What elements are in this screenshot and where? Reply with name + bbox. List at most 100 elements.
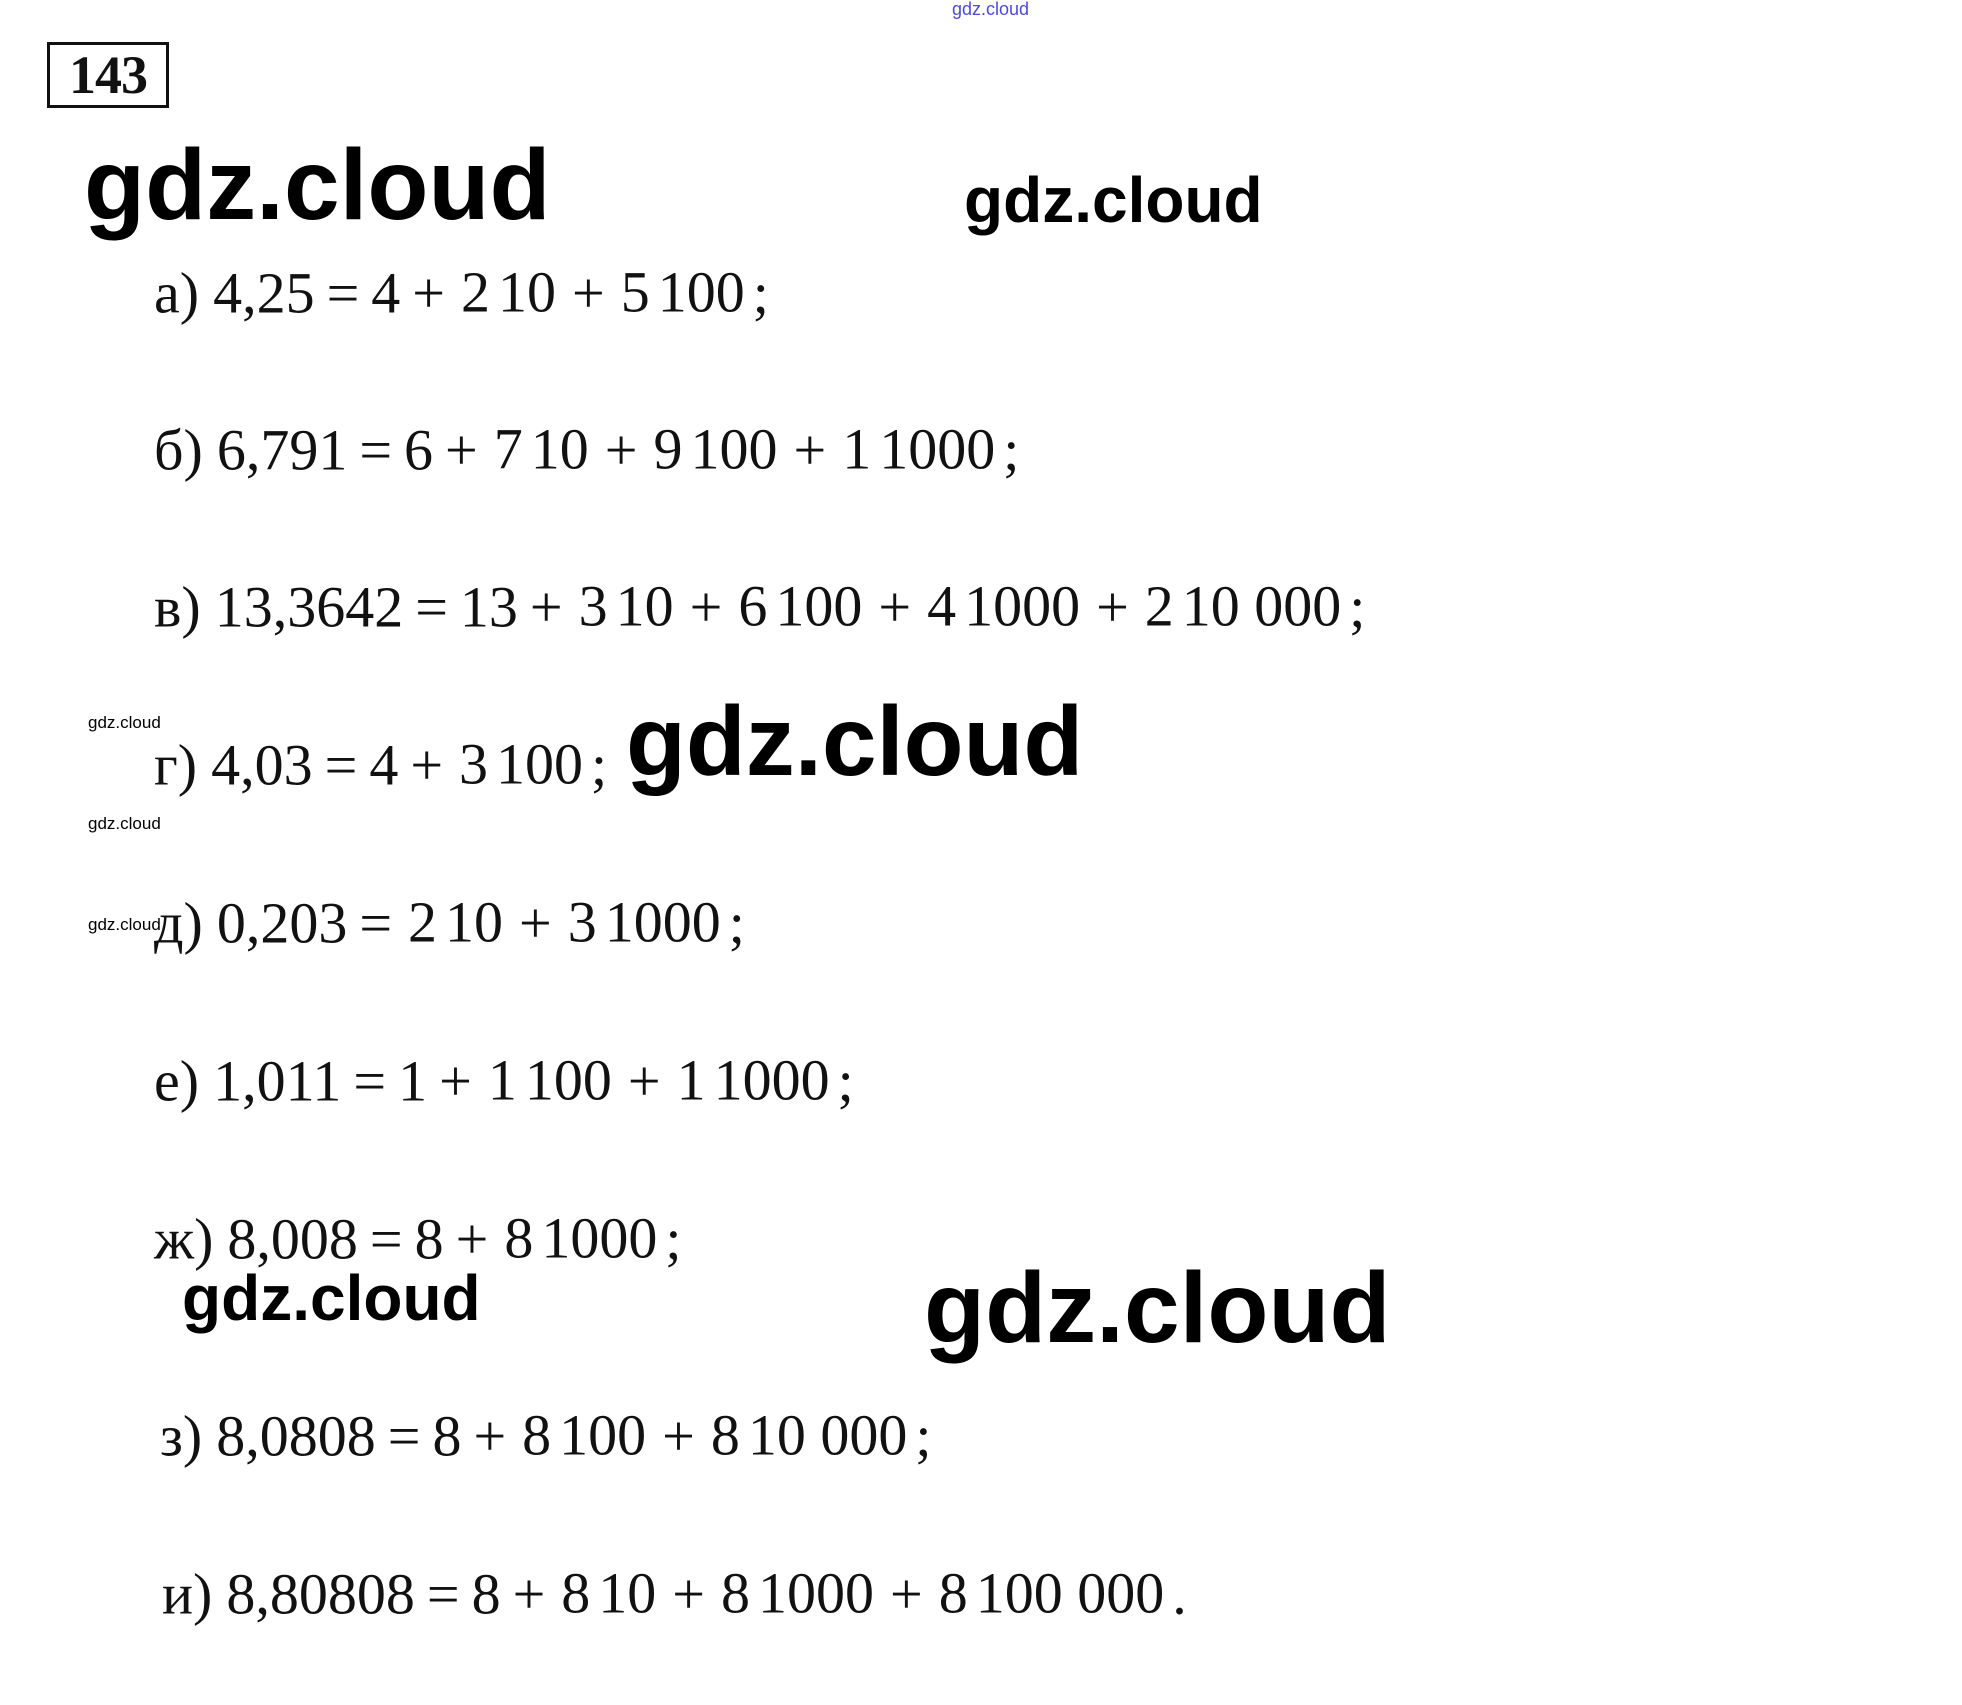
numerator: 8: [504, 1205, 534, 1271]
plus-sign: +: [689, 574, 723, 640]
equals-sign: =: [387, 1403, 421, 1469]
punctuation: ;: [915, 1403, 932, 1469]
numerator: 2: [1144, 573, 1174, 639]
watermark: gdz.cloud: [924, 1252, 1391, 1364]
equals-sign: =: [359, 890, 393, 956]
punctuation: ;: [752, 260, 769, 326]
punctuation: ;: [728, 890, 745, 956]
punctuation: ;: [837, 1048, 854, 1114]
plus-sign: +: [890, 1561, 923, 1627]
decimal-number: 0,203: [216, 890, 348, 956]
whole-part: 8: [471, 1561, 501, 1627]
denominator: 100: [775, 573, 863, 639]
plus-sign: +: [793, 417, 827, 483]
watermark: gdz.cloud: [88, 713, 161, 732]
denominator: 1000: [879, 416, 996, 482]
numerator: 3: [567, 889, 597, 955]
plus-sign: +: [439, 1048, 472, 1114]
decimal-number: 13,3642: [214, 574, 404, 640]
watermark: gdz.cloud: [964, 164, 1263, 236]
numerator: 8: [710, 1402, 740, 1468]
plus-sign: +: [572, 260, 605, 326]
denominator: 10: [445, 889, 504, 955]
equals-sign: =: [359, 417, 393, 483]
denominator: 1000: [758, 1560, 875, 1626]
denominator: 10: [615, 573, 674, 639]
whole-part: 13: [459, 574, 518, 640]
plus-sign: +: [672, 1561, 706, 1627]
item-label: а): [154, 260, 200, 326]
item-label: д): [154, 890, 203, 956]
numerator: 3: [459, 731, 489, 797]
decimal-number: 1,011: [213, 1048, 342, 1114]
item-label: ж): [154, 1206, 214, 1272]
numerator: 1: [676, 1047, 706, 1113]
whole-part: 4: [369, 732, 399, 798]
equals-sign: =: [324, 732, 358, 798]
numerator: 5: [620, 259, 650, 325]
denominator: 100: [657, 259, 745, 325]
decimal-number: 8,008: [227, 1206, 358, 1272]
denominator: 1000: [964, 573, 1081, 639]
equals-sign: =: [415, 574, 448, 640]
decimal-number: 6,791: [216, 417, 348, 483]
numerator: 4: [927, 573, 957, 639]
watermark: gdz.cloud: [84, 129, 551, 241]
equals-sign: =: [326, 260, 360, 326]
plus-sign: +: [878, 574, 912, 640]
item-label: б): [154, 417, 203, 483]
whole-part: 8: [414, 1206, 444, 1272]
decimal-number: 4,03: [211, 732, 313, 798]
denominator: 100 000: [975, 1560, 1165, 1626]
watermark: gdz.cloud: [952, 0, 1030, 19]
watermark: gdz.cloud: [88, 814, 161, 833]
plus-sign: +: [519, 890, 552, 956]
numerator: 8: [561, 1560, 591, 1626]
watermark: gdz.cloud: [182, 1262, 481, 1334]
plus-sign: +: [604, 417, 638, 483]
item-label: з): [160, 1403, 203, 1469]
denominator: 100: [524, 1047, 612, 1113]
plus-sign: +: [662, 1403, 695, 1469]
denominator: 100: [496, 731, 584, 797]
punctuation: ;: [665, 1206, 682, 1272]
numerator: 8: [721, 1560, 751, 1626]
numerator: 6: [738, 573, 768, 639]
denominator: 10 000: [1181, 573, 1342, 639]
numerator: 8: [522, 1402, 552, 1468]
item-label: в): [154, 574, 201, 640]
numerator: 3: [578, 573, 608, 639]
whole-part: 6: [404, 417, 434, 483]
denominator: 1000: [713, 1047, 830, 1113]
denominator: 1000: [604, 889, 721, 955]
plus-sign: +: [529, 574, 563, 640]
denominator: 100: [559, 1402, 647, 1468]
plus-sign: +: [512, 1561, 546, 1627]
numerator: 8: [938, 1560, 968, 1626]
watermark: gdz.cloud: [626, 686, 1084, 796]
punctuation: .: [1172, 1561, 1187, 1627]
decimal-number: 4,25: [213, 260, 315, 326]
numerator: 2: [461, 259, 490, 325]
numerator: 9: [653, 416, 683, 482]
